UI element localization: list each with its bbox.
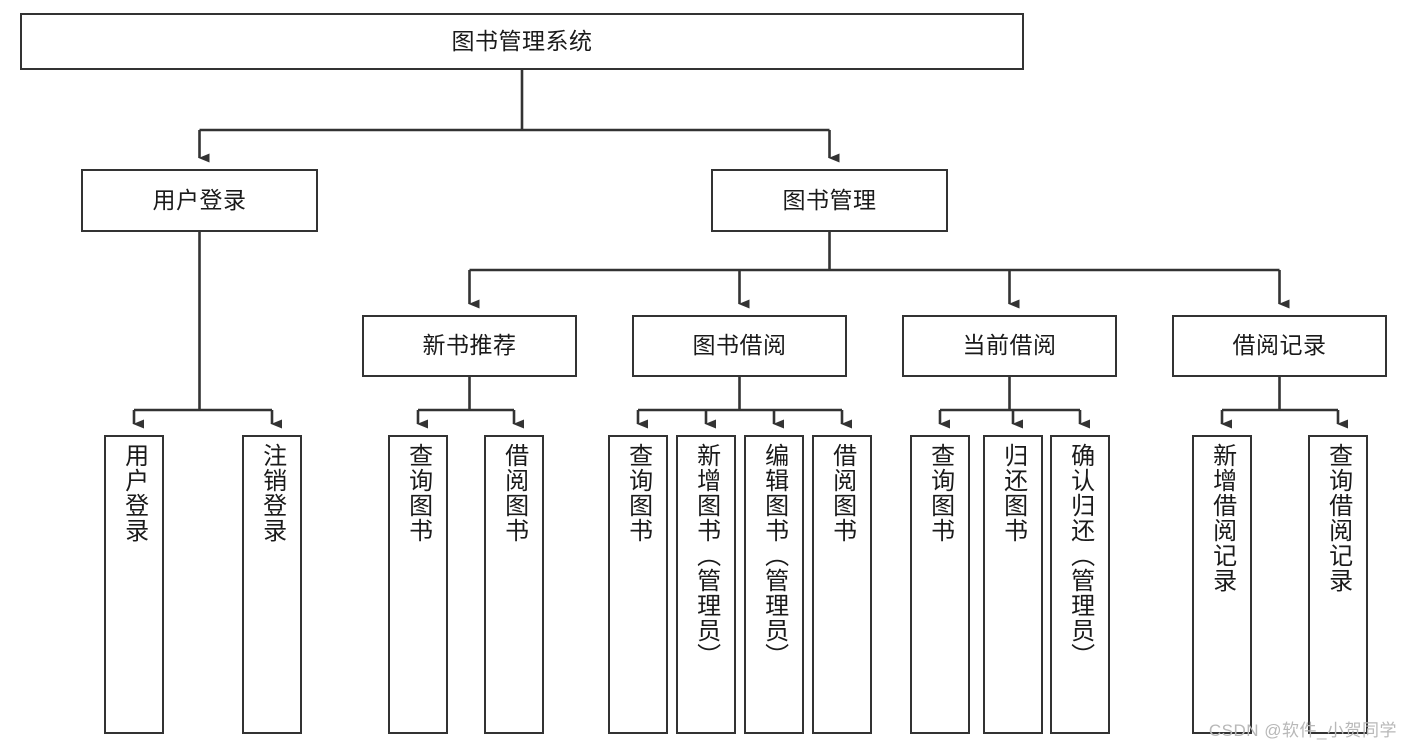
node-level2-borrow-record[interactable]: 借阅记录 [1172, 315, 1387, 377]
node-level2-new-book-recommend[interactable]: 新书推荐 [362, 315, 577, 377]
node-level2-book-borrow[interactable]: 图书借阅 [632, 315, 847, 377]
watermark: CSDN @软件_小贺同学 [1208, 721, 1397, 740]
node-leaf-add-book-admin[interactable]: 新增图书（管理员） [676, 435, 736, 734]
node-label: 查询借阅记录 [1324, 443, 1352, 593]
node-leaf-confirm-return-admin[interactable]: 确认归还（管理员） [1050, 435, 1110, 734]
node-label: 借阅图书 [828, 443, 856, 543]
node-level2-current-borrow[interactable]: 当前借阅 [902, 315, 1117, 377]
node-leaf-query-book-recommend[interactable]: 查询图书 [388, 435, 448, 734]
node-label: 图书管理 [782, 186, 877, 213]
node-label: 当前借阅 [962, 332, 1057, 359]
node-label: 新增借阅记录 [1208, 443, 1236, 593]
node-leaf-return-book[interactable]: 归还图书 [983, 435, 1043, 734]
node-leaf-query-borrow-record[interactable]: 查询借阅记录 [1308, 435, 1368, 734]
node-leaf-user-login[interactable]: 用户登录 [104, 435, 164, 734]
node-root[interactable]: 图书管理系统 [20, 13, 1024, 70]
node-label: 查询图书 [624, 443, 652, 543]
node-level1-user-login[interactable]: 用户登录 [81, 169, 318, 232]
node-level1-book-management[interactable]: 图书管理 [711, 169, 948, 232]
node-leaf-borrow-book-recommend[interactable]: 借阅图书 [484, 435, 544, 734]
node-leaf-borrow-book[interactable]: 借阅图书 [812, 435, 872, 734]
node-label: 编辑图书（管理员） [760, 443, 788, 668]
node-leaf-add-borrow-record[interactable]: 新增借阅记录 [1192, 435, 1252, 734]
node-label: 确认归还（管理员） [1066, 443, 1094, 668]
node-label: 注销登录 [258, 443, 286, 543]
node-label: 图书借阅 [692, 332, 787, 359]
node-label: 借阅记录 [1232, 332, 1327, 359]
node-leaf-query-book-borrow[interactable]: 查询图书 [608, 435, 668, 734]
node-leaf-query-book-current[interactable]: 查询图书 [910, 435, 970, 734]
node-label: 图书管理系统 [451, 27, 593, 54]
node-label: 用户登录 [152, 186, 247, 213]
node-label: 用户登录 [120, 443, 148, 543]
node-label: 查询图书 [926, 443, 954, 543]
node-label: 新增图书（管理员） [692, 443, 720, 668]
node-label: 新书推荐 [422, 332, 517, 359]
node-leaf-edit-book-admin[interactable]: 编辑图书（管理员） [744, 435, 804, 734]
node-leaf-logout[interactable]: 注销登录 [242, 435, 302, 734]
node-label: 归还图书 [999, 443, 1027, 543]
node-label: 借阅图书 [500, 443, 528, 543]
node-label: 查询图书 [404, 443, 432, 543]
